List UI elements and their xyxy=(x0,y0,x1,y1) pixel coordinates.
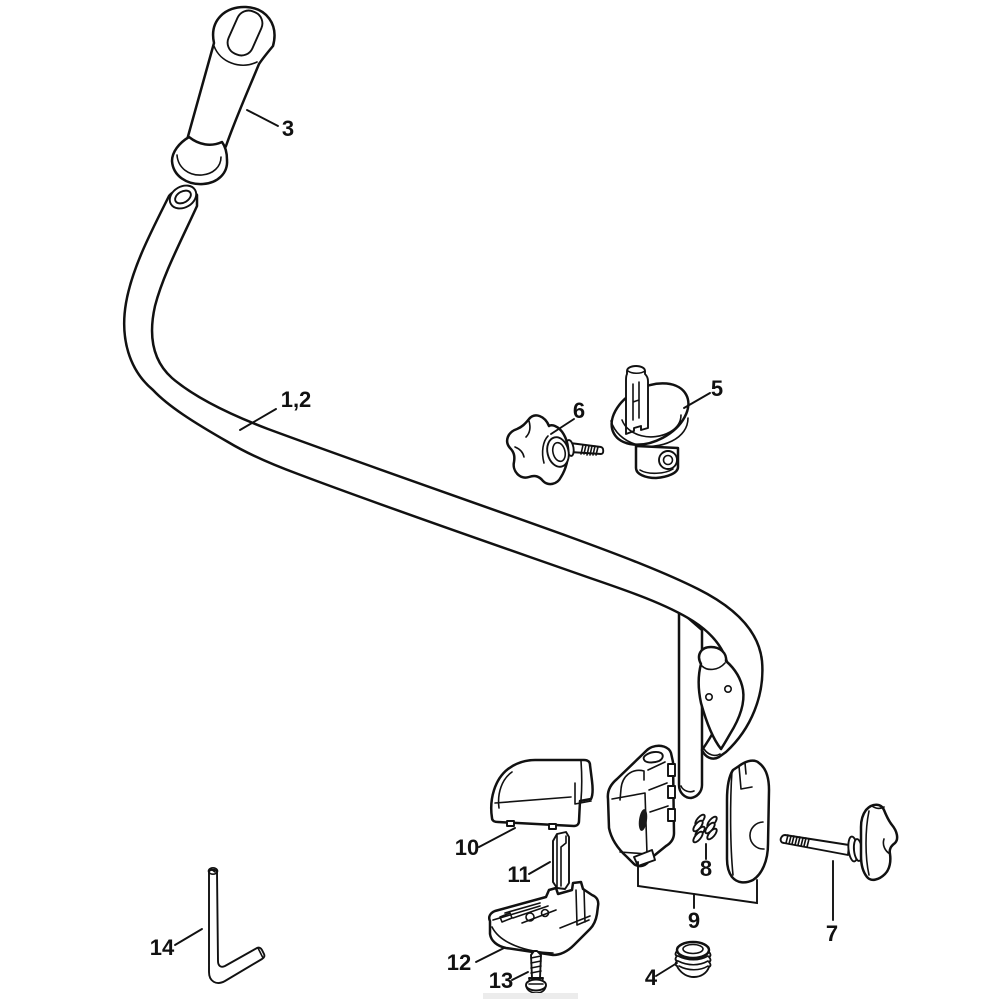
wing-knob-bolt xyxy=(779,803,899,882)
grip-flange xyxy=(170,135,229,186)
callout-label-5: 5 xyxy=(711,376,723,401)
insert-block xyxy=(552,831,570,890)
callout-label-3: 3 xyxy=(282,116,294,141)
watermark-strip xyxy=(483,993,578,999)
callout-label-6: 6 xyxy=(573,398,585,423)
handlebar-tube xyxy=(122,184,764,760)
screw xyxy=(525,950,547,994)
grip-top-hole xyxy=(226,9,264,57)
callout-label-12: 12 xyxy=(447,950,471,975)
callout-label-7: 7 xyxy=(826,921,838,946)
leader-11 xyxy=(528,861,551,875)
callout-label-8: 8 xyxy=(700,856,712,881)
leader-5 xyxy=(683,392,711,409)
cover-outline xyxy=(490,758,594,828)
leader-6 xyxy=(550,418,575,435)
leader-10 xyxy=(478,827,516,848)
star-knob-screw xyxy=(505,414,605,486)
hex-wrench-outline xyxy=(208,868,266,984)
lower-bracket xyxy=(487,880,600,957)
screw-shank xyxy=(530,950,542,979)
clamp-housing xyxy=(610,365,690,480)
clamp-block-center xyxy=(606,744,676,868)
leader-4 xyxy=(655,962,678,977)
leader-13 xyxy=(511,971,529,981)
housing-boss xyxy=(658,450,678,470)
callout-label-10: 10 xyxy=(455,835,479,860)
leader-3 xyxy=(246,109,279,127)
clamp-half-right xyxy=(725,759,771,884)
screw-head xyxy=(525,978,547,992)
leader-1-2 xyxy=(239,408,277,431)
callout-label-13: 13 xyxy=(489,968,513,993)
callout-leaders xyxy=(174,109,834,981)
callout-label-11: 11 xyxy=(507,862,530,887)
lower-bracket-outline xyxy=(487,880,600,957)
stem-tube xyxy=(677,608,704,800)
knob-stud xyxy=(569,442,605,455)
clamp-half-outline xyxy=(725,759,771,884)
leader-9-bracket xyxy=(637,861,758,909)
callout-label-14: 14 xyxy=(150,935,175,960)
hex-wrench xyxy=(207,866,266,984)
leader-14 xyxy=(174,928,203,946)
threaded-plug xyxy=(674,940,712,978)
callout-labels: 3 1,2 6 5 7 8 9 10 11 12 13 4 14 xyxy=(150,116,838,993)
leader-12 xyxy=(475,947,505,963)
callout-label-4: 4 xyxy=(645,965,658,990)
callout-label-9: 9 xyxy=(688,908,700,933)
springs xyxy=(692,813,718,844)
cover-cap xyxy=(490,758,594,830)
callout-label-1-2: 1,2 xyxy=(281,387,312,412)
clamp-block-outline xyxy=(606,744,676,868)
housing-ring xyxy=(610,382,690,446)
bolt-shaft xyxy=(779,834,850,856)
handle-grip xyxy=(170,5,276,186)
tube-clamp-sleeve xyxy=(697,645,745,751)
